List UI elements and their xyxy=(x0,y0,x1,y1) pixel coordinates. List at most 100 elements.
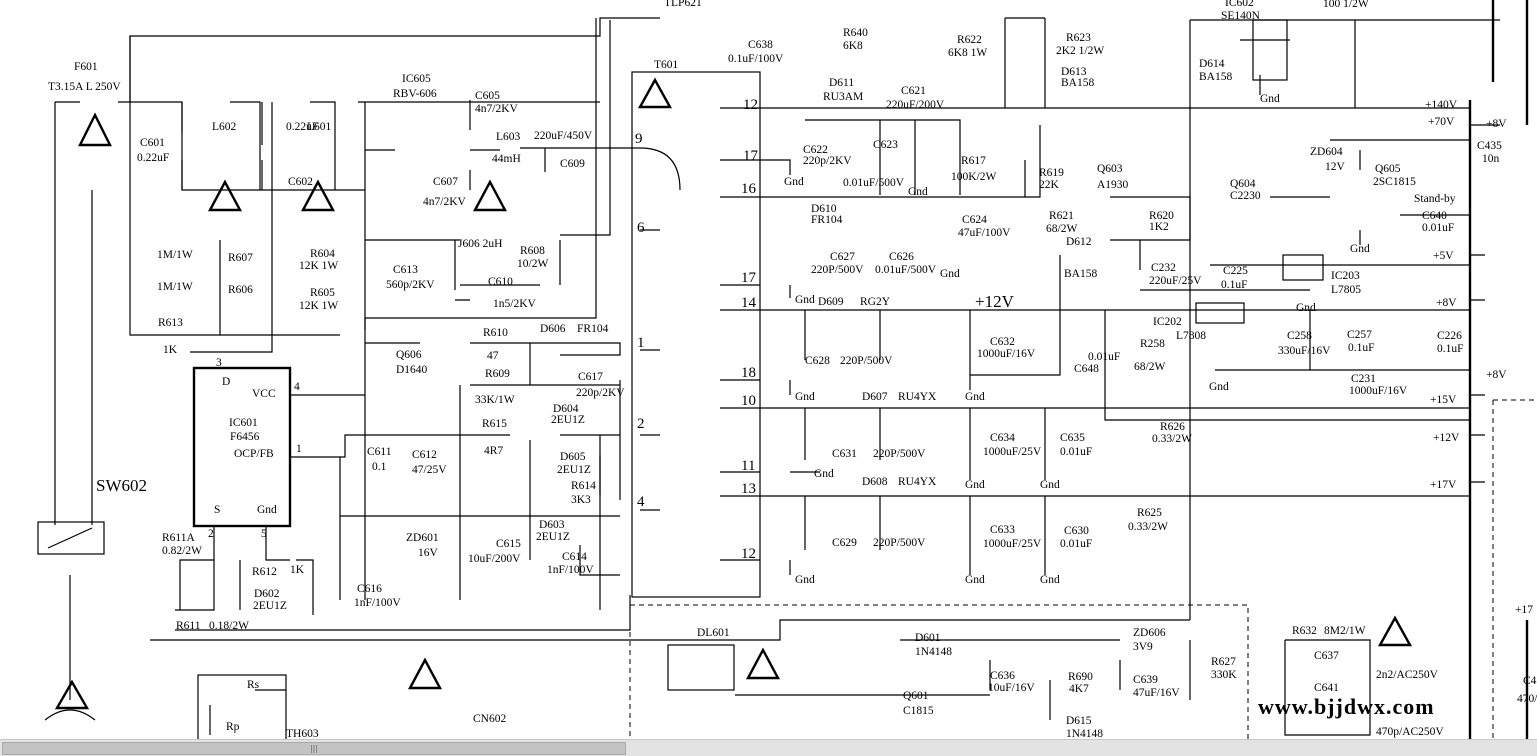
component-label: 0.22uF xyxy=(286,121,318,133)
component-label: D601 xyxy=(915,632,941,644)
component-label: 4 xyxy=(294,381,300,393)
component-label: C633 xyxy=(990,524,1015,536)
component-label: 68/2W xyxy=(1134,361,1165,373)
component-label: L7808 xyxy=(1176,330,1206,342)
component-label: D614 xyxy=(1199,58,1225,70)
component-label: RU4YX xyxy=(898,391,937,403)
component-label: L7805 xyxy=(1331,284,1361,296)
voltage-rail-labels: +140V+70V+5V+8V+15V+12V+17V+8V+8V+17 xyxy=(1425,99,1533,616)
component-label: 2SC1815 xyxy=(1373,176,1416,188)
component-label: 4n7/2KV xyxy=(423,196,467,208)
component-label: C621 xyxy=(901,85,926,97)
component-label: R620 xyxy=(1149,210,1174,222)
component-label: SE140N xyxy=(1221,10,1261,22)
component-label: RBV-606 xyxy=(393,88,437,100)
component-label: R626 xyxy=(1160,421,1185,433)
component-label: Gnd xyxy=(814,468,834,480)
component-label: FR104 xyxy=(811,214,843,226)
component-label: D605 xyxy=(560,451,586,463)
warning-icon xyxy=(207,179,243,212)
component-label: ZD604 xyxy=(1310,146,1343,158)
component-label: 10n xyxy=(1482,153,1500,165)
scrollbar-thumb[interactable]: ||| xyxy=(2,742,626,755)
thick-bus xyxy=(1468,0,1529,739)
component-label: Gnd xyxy=(795,391,815,403)
component-label: 47 xyxy=(487,350,499,362)
component-label: C624 xyxy=(962,214,987,226)
component-label: C4 xyxy=(1523,675,1537,687)
component-label: 16V xyxy=(418,547,439,559)
component-label: 0.18/2W xyxy=(209,620,249,632)
component-label: R690 xyxy=(1068,671,1093,683)
component-label: 330uF/16V xyxy=(1278,345,1331,357)
component-label: 220P/500V xyxy=(840,355,893,367)
component-label: R611 xyxy=(176,620,201,632)
horizontal-scrollbar[interactable]: ||| xyxy=(0,739,1537,756)
pin-number: 14 xyxy=(741,295,757,311)
component-label: R614 xyxy=(571,480,596,492)
component-label: F601 xyxy=(74,61,98,73)
component-label: BA158 xyxy=(1064,268,1097,280)
component-label: 12V xyxy=(1325,161,1346,173)
component-label: DL601 xyxy=(697,627,730,639)
component-label: D615 xyxy=(1066,715,1092,727)
warning-icon xyxy=(1377,615,1413,647)
component-label: Gnd xyxy=(795,294,815,306)
component-label: Q606 xyxy=(396,349,422,361)
component-label: 1K xyxy=(290,564,305,576)
component-label: 12K 1W xyxy=(299,260,338,272)
pin-number: 12 xyxy=(743,97,758,113)
component-label: 8M2/1W xyxy=(1324,625,1366,637)
component-label: OCP/FB xyxy=(234,448,274,460)
component-label: D611 xyxy=(829,77,854,89)
component-label: 10uF/200V xyxy=(468,553,521,565)
grip-icon: ||| xyxy=(309,744,319,753)
pin-number: 6 xyxy=(637,220,645,236)
component-label: Gnd xyxy=(965,391,985,403)
component-label: 44mH xyxy=(492,153,521,165)
component-label: 3 xyxy=(216,357,222,369)
component-label: R611A xyxy=(162,532,195,544)
component-label: 220uF/450V xyxy=(534,130,593,142)
component-label: C226 xyxy=(1437,330,1462,342)
component-label: C611 xyxy=(367,446,392,458)
component-label: Gnd xyxy=(257,504,277,516)
component-label: 0.01uF xyxy=(1088,351,1120,363)
pin-number: 13 xyxy=(741,481,756,497)
component-label: D612 xyxy=(1066,236,1092,248)
component-label: C623 xyxy=(873,139,898,151)
component-label: F6456 xyxy=(230,431,260,443)
component-label: 2EU1Z xyxy=(253,600,287,612)
component-label: IC605 xyxy=(402,73,431,85)
component-label: R613 xyxy=(158,317,183,329)
component-label: 2n2/AC250V xyxy=(1376,669,1439,681)
component-label: D608 xyxy=(862,476,888,488)
component-label: 0.22uF xyxy=(137,152,169,164)
component-label: C635 xyxy=(1060,432,1085,444)
component-label: R610 xyxy=(483,327,508,339)
component-label: R640 xyxy=(843,27,868,39)
component-label: C225 xyxy=(1223,265,1248,277)
component-label: 68/2W xyxy=(1046,223,1077,235)
component-label: R606 xyxy=(228,284,253,296)
component-label: R605 xyxy=(310,287,335,299)
component-label: C258 xyxy=(1287,330,1312,342)
component-label: D xyxy=(222,376,230,388)
component-label: 1N4148 xyxy=(915,646,952,658)
component-label: 470/2 xyxy=(1517,693,1537,705)
component-label: Gnd xyxy=(1260,93,1280,105)
component-label: D609 xyxy=(818,296,844,308)
component-label: Q601 xyxy=(903,690,929,702)
component-label: L603 xyxy=(496,131,521,143)
component-label: 0.82/2W xyxy=(162,545,202,557)
component-label: C648 xyxy=(1074,363,1099,375)
component-label: ZD606 xyxy=(1133,627,1166,639)
component-label: 1K2 xyxy=(1149,221,1169,233)
component-label: 0.01uF xyxy=(1060,446,1092,458)
pin-number: 18 xyxy=(741,365,756,381)
component-label: 47uF/16V xyxy=(1133,687,1180,699)
pin-number: 10 xyxy=(741,393,756,409)
component-label: C613 xyxy=(393,264,418,276)
